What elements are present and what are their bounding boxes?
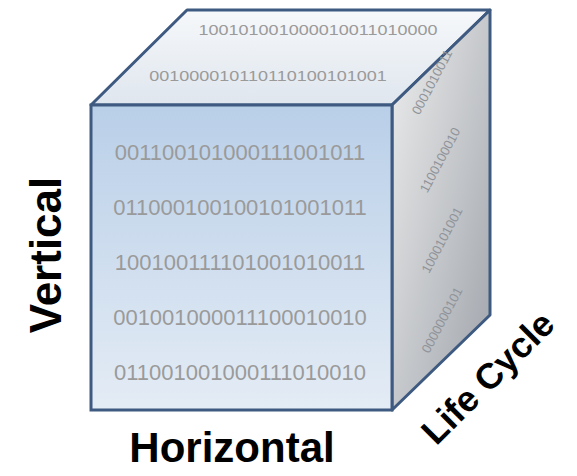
binary-text: 001001000011100010010 <box>113 307 367 329</box>
axis-label: Horizontal <box>129 427 334 469</box>
cube-side-face <box>392 10 490 410</box>
binary-text: 100100111101001010011 <box>115 252 365 274</box>
binary-text: 001000010110110100101001 <box>149 68 387 83</box>
binary-text: 100101001000010011010000 <box>199 22 438 37</box>
cube-front-face <box>91 105 392 410</box>
binary-text: 011000100100101001011 <box>113 197 367 219</box>
binary-text: 001100101000111001011 <box>115 142 365 164</box>
axis-label: Vertical <box>24 177 68 334</box>
binary-text: 011001001000111010010 <box>114 362 366 384</box>
